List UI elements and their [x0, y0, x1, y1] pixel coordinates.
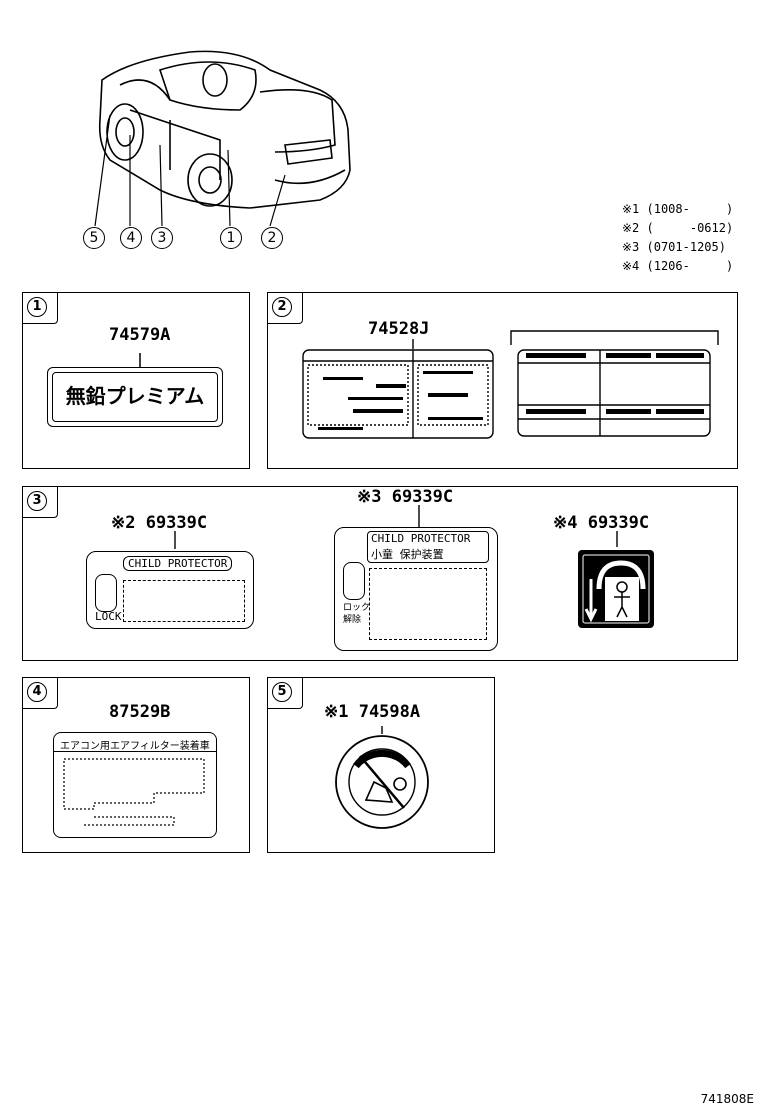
panel-number: 2: [272, 297, 292, 317]
part-number-right: ※4 69339C: [553, 513, 650, 533]
airbag-warning-label: [335, 726, 429, 829]
callout-3: 3: [151, 227, 173, 249]
part-number: ※1 74598A: [324, 702, 421, 722]
diagram-code: 741808E: [700, 1092, 754, 1106]
child-protector-label-left: LOCK CHILD PROTECTOR: [86, 551, 254, 629]
part-number: 87529B: [109, 702, 171, 722]
vehicle-illustration: [94, 50, 351, 227]
fuel-label-text: 無鉛プレミアム: [52, 372, 218, 422]
child-protector-title: CHILD PROTECTOR: [123, 556, 233, 571]
panel-number: 1: [27, 297, 47, 317]
lock-text-jp: ロック: [343, 603, 371, 613]
panel-number: 3: [27, 491, 47, 511]
label-leader: [139, 353, 141, 367]
part-number-middle: ※3 69339C: [357, 487, 454, 507]
filter-label: エアコン用エアフィルター装着車: [53, 732, 217, 838]
panel-number: 5: [272, 682, 292, 702]
child-protector-title-jp: 小童 保护装置: [371, 548, 444, 561]
panel-5: 5 ※1 74598A AIRBAG: [267, 677, 495, 853]
panel-number: 4: [27, 682, 47, 702]
part-number: 74579A: [109, 325, 171, 345]
lock-text: LOCK: [95, 610, 122, 623]
callout-5: 5: [83, 227, 105, 249]
airbag-ring-text: AIRBAG: [367, 738, 396, 747]
child-protector-title: CHILD PROTECTOR: [371, 532, 471, 545]
note-4: ※4 (1206- ): [622, 259, 734, 273]
filter-label-title: エアコン用エアフィルター装着車: [60, 741, 210, 752]
note-3: ※3 (0701-1205): [622, 240, 726, 254]
part-number: 74528J: [368, 319, 430, 339]
panel-3: 3 ※2 69339C LOCK CHILD PROTECTOR ※3 6933…: [22, 486, 738, 661]
info-labels-drawing: [302, 330, 719, 439]
note-2: ※2 ( -0612): [622, 221, 734, 235]
panel-3-leaders: [174, 505, 618, 549]
child-lock-icon: [578, 550, 654, 628]
callout-4: 4: [120, 227, 142, 249]
release-text-jp: 解除: [343, 615, 362, 625]
callout-1: 1: [220, 227, 242, 249]
part-number-left: ※2 69339C: [111, 513, 208, 533]
callout-2: 2: [261, 227, 283, 249]
panel-1: 1 74579A 無鉛プレミアム: [22, 292, 250, 469]
note-1: ※1 (1008- ): [622, 202, 734, 216]
panel-2: 2 74528J: [267, 292, 738, 469]
child-protector-label-middle: CHILD PROTECTOR 小童 保护装置 ロック 解除: [334, 527, 498, 651]
fuel-label: 無鉛プレミアム: [47, 367, 223, 427]
panel-4: 4 87529B エアコン用エアフィルター装着車: [22, 677, 250, 853]
